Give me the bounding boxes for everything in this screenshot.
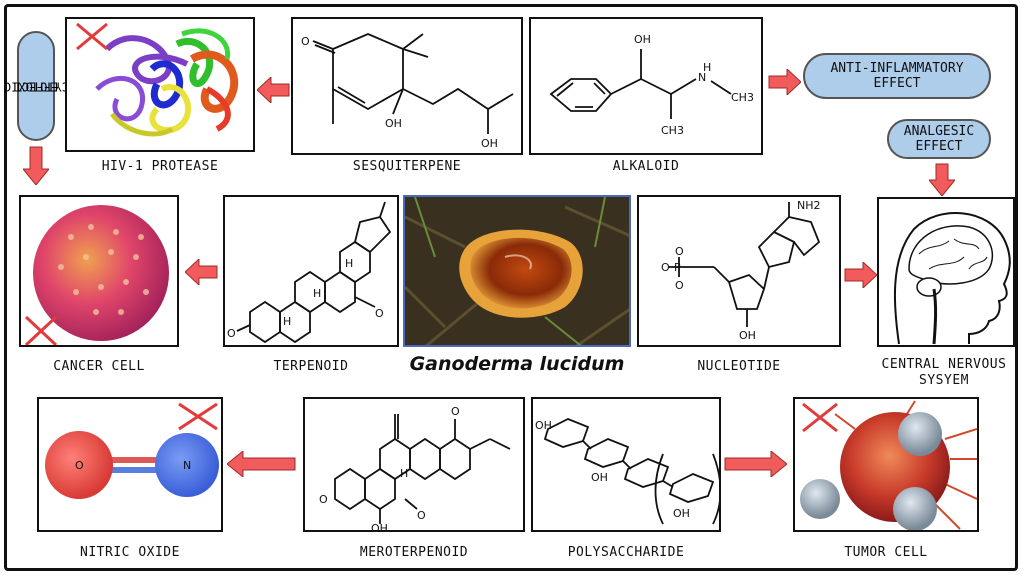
polysaccharide-label: POLYSACCHARIDE <box>567 545 685 560</box>
hydrogen-label-1: H <box>313 287 321 300</box>
cross-mark-icon <box>178 402 218 431</box>
hydroxyl-label-3: OH <box>673 507 690 520</box>
sesquiterpene-label: SESQUITERPENE <box>352 159 462 174</box>
cns-line2: SYSYEM <box>919 373 969 388</box>
nucleotide-structure: O O O P OH NH2 <box>637 195 841 347</box>
ganoderma-photo <box>403 195 631 347</box>
hydroxyl-label-1: OH <box>535 419 552 432</box>
nitric-oxide-label: NITRIC OXIDE <box>80 545 180 560</box>
cross-mark-icon <box>76 22 108 51</box>
hydroxyl-label-2: OH <box>591 471 608 484</box>
nitrogen-h-label: N <box>698 71 706 84</box>
nitrogen-atom-label: N <box>183 459 191 472</box>
hydrogen-label-2: H <box>283 315 291 328</box>
arrow-left-icon <box>227 451 296 477</box>
oxygen-label-1: O <box>319 493 328 506</box>
cross-mark-icon <box>802 402 838 433</box>
meroterpenoid-structure: O O OH O H <box>303 397 525 532</box>
arrow-right-icon <box>724 451 787 477</box>
anti-line1: ANTI-INFLAMMATORY <box>830 61 964 76</box>
arrow-right-icon <box>844 262 877 288</box>
hydrogen-label: H <box>400 467 408 480</box>
oxygen-label-1: O <box>661 261 670 274</box>
oxygen-label-2: O <box>675 245 684 258</box>
oxygen-label-2: O <box>417 509 426 522</box>
oxygen-label: O <box>301 35 310 48</box>
methyl-label-1: CH3 <box>731 91 754 104</box>
alkaloid-label: ALKALOID <box>612 159 680 174</box>
tumor-cell-image <box>793 397 979 532</box>
tumor-cell-label: TUMOR CELL <box>844 545 928 560</box>
oxygen-label-3: O <box>675 279 684 292</box>
arrow-down-icon <box>23 146 49 185</box>
oxygen-label-3: O <box>451 405 460 418</box>
hiv-protease-label: HIV-1 PROTEASE <box>101 159 219 174</box>
hydroxyl-label: OH <box>634 33 651 46</box>
cns-line1: CENTRAL NERVOUS <box>881 357 1007 372</box>
terpenoid-structure: O O H H H <box>223 195 399 347</box>
nitric-oxide-image: O N <box>37 397 223 532</box>
phosphorus-label: P <box>674 261 681 274</box>
arrow-down-icon <box>929 163 955 196</box>
methyl-label-2: CH3 <box>661 124 684 137</box>
hydroxyl-label: OH <box>739 329 756 342</box>
polysaccharide-structure: OH OH OH <box>531 397 721 532</box>
hydroxyl-label-1: OH <box>385 117 402 130</box>
arrow-right-icon <box>768 69 801 95</box>
hydrogen-label-3: H <box>345 257 353 270</box>
cross-mark-icon <box>24 315 58 345</box>
cancer-cell-image <box>19 195 179 347</box>
oxygen-label-2: O <box>375 307 384 320</box>
alkaloid-structure: OH N H CH3 CH3 <box>529 17 763 155</box>
analgesic-line2: EFFECT <box>915 139 963 154</box>
anti-line2: EFFECT <box>873 76 921 91</box>
hydroxyl-label: OH <box>371 522 388 532</box>
oxygen-atom-label: O <box>75 459 84 472</box>
analgesic-line1: ANALGESIC <box>903 124 975 139</box>
meroterpenoid-label: MEROTERPENOID <box>359 545 469 560</box>
center-title: Ganoderma lucidum <box>409 353 625 375</box>
oxygen-label-1: O <box>227 327 236 340</box>
hydrogen-label: H <box>703 61 711 74</box>
sesquiterpene-structure: O OH OH <box>291 17 523 155</box>
central-nervous-system-image <box>877 197 1015 347</box>
hiv-protease-image <box>65 17 255 152</box>
hydroxyl-label-2: OH <box>481 137 498 150</box>
cancer-cell-label: CANCER CELL <box>53 359 145 374</box>
nucleotide-label: NUCLEOTIDE <box>697 359 781 374</box>
arrow-left-icon <box>185 259 218 285</box>
amino-label: NH2 <box>797 199 821 212</box>
cytotoxic-line2: EFFECT <box>14 79 58 94</box>
arrow-left-icon <box>257 77 290 103</box>
terpenoid-label: TERPENOID <box>273 359 349 374</box>
